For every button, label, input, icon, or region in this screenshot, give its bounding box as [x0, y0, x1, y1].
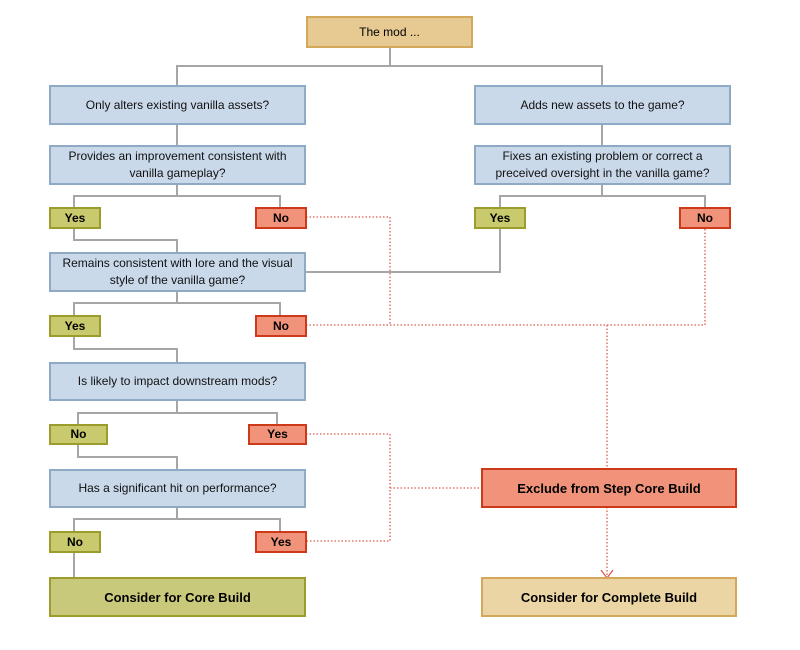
reject-line-q3-no — [306, 228, 706, 326]
left-question-2: Provides an improvement consistent with … — [49, 145, 306, 185]
downstream-question: Is likely to impact downstream mods? — [49, 362, 306, 401]
left-question-1: Only alters existing vanilla assets? — [49, 85, 306, 125]
complete-build-outcome: Consider for Complete Build — [481, 577, 737, 617]
connector-left-yes-q3 — [73, 228, 178, 252]
right-q2-no: No — [679, 207, 731, 229]
connector-q4-branches — [77, 400, 278, 424]
connector-left-q2-branches — [73, 184, 281, 207]
right-question-1: Adds new assets to the game? — [474, 85, 731, 125]
connector-q3-branches — [73, 291, 281, 315]
reject-line-q4-yes — [306, 433, 391, 542]
connector-right-yes-q3 — [305, 228, 501, 273]
connector-no-q5 — [77, 444, 178, 469]
lore-question: Remains consistent with lore and the vis… — [49, 252, 306, 292]
left-q2-yes: Yes — [49, 207, 101, 229]
connector-root-split — [176, 47, 603, 85]
root-node: The mod ... — [306, 16, 473, 48]
exclude-outcome: Exclude from Step Core Build — [481, 468, 737, 508]
downstream-no: No — [49, 424, 108, 445]
right-q2-yes: Yes — [474, 207, 526, 229]
lore-no: No — [255, 315, 307, 337]
downstream-yes: Yes — [248, 424, 307, 445]
performance-yes: Yes — [255, 531, 307, 553]
performance-question: Has a significant hit on performance? — [49, 469, 306, 508]
performance-no: No — [49, 531, 101, 553]
left-q2-no: No — [255, 207, 307, 229]
reject-line-q2-no — [306, 216, 391, 325]
lore-yes: Yes — [49, 315, 101, 337]
core-build-outcome: Consider for Core Build — [49, 577, 306, 617]
connector-q5-branches — [73, 507, 281, 531]
connector-yes-q4 — [73, 336, 178, 362]
right-question-2: Fixes an existing problem or correct a p… — [474, 145, 731, 185]
connector-right-q2-branches — [499, 184, 706, 207]
